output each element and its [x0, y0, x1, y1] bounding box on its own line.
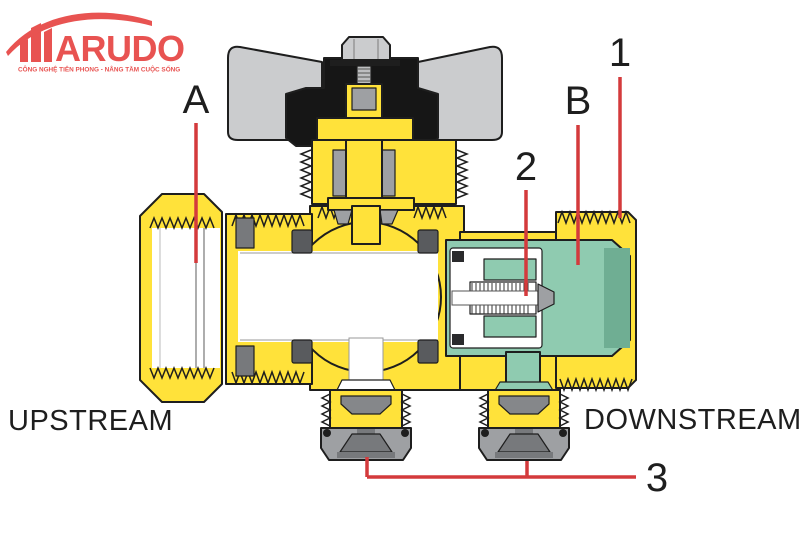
tailpiece-thread-bottom: [231, 369, 305, 386]
gland-seal-bottom: [235, 345, 255, 377]
check-valve-poppet: [537, 283, 555, 313]
flow-bore: [238, 251, 438, 342]
logo-brand-text: ARUDO: [55, 28, 185, 69]
stem-gland-right: [379, 209, 399, 225]
tailpiece-thread-top: [231, 212, 305, 229]
callout-2: 2: [515, 145, 537, 189]
outlet-thread-top: [557, 209, 631, 226]
harudo-logo: ARUDO CÔNG NGHỆ TIÊN PHONG - NÂNG TẦM CU…: [6, 12, 185, 74]
cap-detail-l1: [357, 429, 375, 437]
packing-seal-left: [332, 149, 347, 197]
oring-lr: [401, 429, 409, 437]
check-valve-stop-bottom: [452, 334, 464, 345]
cartridge-window-bottom: [483, 315, 537, 338]
ball-seat-right-top: [417, 229, 439, 254]
bonnet-thread-left: [298, 149, 314, 199]
drain-thread-ll: [320, 393, 332, 427]
drain-insert-left: [340, 395, 392, 415]
ball-seat-left-top: [291, 229, 313, 254]
ball-seat-left-bottom: [291, 339, 313, 364]
callout-leaders: [194, 77, 636, 479]
stem-gland-left: [333, 209, 353, 225]
drain-insert-right: [498, 395, 550, 415]
check-valve-channel: [451, 290, 551, 306]
leader-3: [365, 457, 636, 479]
outlet-thread-bottom: [559, 376, 633, 393]
drain-bore: [348, 337, 384, 385]
gland-seal-top: [235, 217, 255, 249]
spring-coils-top: [471, 283, 529, 292]
cap-bar-right: [495, 452, 553, 458]
union-nut-bore: [152, 228, 220, 368]
ball-seat-right-bottom: [417, 339, 439, 364]
drain-port-right: [478, 381, 570, 461]
stem-flange: [316, 117, 414, 141]
spring-coils-bottom: [471, 305, 529, 314]
drain-thread-rr: [558, 393, 570, 427]
body-thread-top-right: [413, 204, 447, 221]
cartridge-window-top: [483, 258, 537, 281]
handle-hex-nut: [341, 36, 391, 61]
upstream-label: UPSTREAM: [8, 405, 173, 437]
nut-thread-bottom: [149, 365, 215, 381]
check-valve-cartridge: [445, 239, 631, 397]
oring-rr: [559, 429, 567, 437]
stem-socket: [351, 87, 377, 111]
bonnet-thread-right: [454, 149, 470, 199]
bore-wall-lines: [240, 252, 438, 341]
stem-bolt-threads: [357, 68, 371, 82]
logo-tagline: CÔNG NGHỆ TIÊN PHONG - NÂNG TẦM CUỘC SỐN…: [18, 64, 180, 74]
stem-washer: [330, 60, 400, 66]
callout-b: B: [565, 79, 592, 123]
callout-1: 1: [609, 31, 631, 75]
callout-3: 3: [646, 456, 668, 500]
hex-nut-facets: [353, 39, 379, 59]
check-valve-stop-top: [452, 251, 464, 262]
downstream-label: DOWNSTREAM: [584, 404, 800, 436]
oring-rl: [481, 429, 489, 437]
cap-bar-left: [337, 452, 395, 458]
harudo-logo-icon: [6, 12, 152, 62]
packing-seal-right: [381, 149, 396, 197]
valve-stem-lower: [345, 139, 383, 207]
cap-detail-r1: [515, 429, 533, 437]
drain-thread-lr: [400, 393, 412, 427]
callout-a: A: [183, 78, 210, 122]
drain-port-left: [320, 379, 412, 461]
cartridge-end-shade: [604, 248, 630, 348]
oring-ll: [323, 429, 331, 437]
drain-thread-rl: [478, 393, 490, 427]
stem-bonnet-assembly: [298, 83, 470, 207]
stem-tang: [351, 205, 381, 245]
nut-thread-top: [149, 215, 215, 231]
ball-assembly: [238, 197, 442, 385]
callout-labels: A B 1 2 3 UPSTREAM DOWNSTREAM: [8, 31, 800, 500]
